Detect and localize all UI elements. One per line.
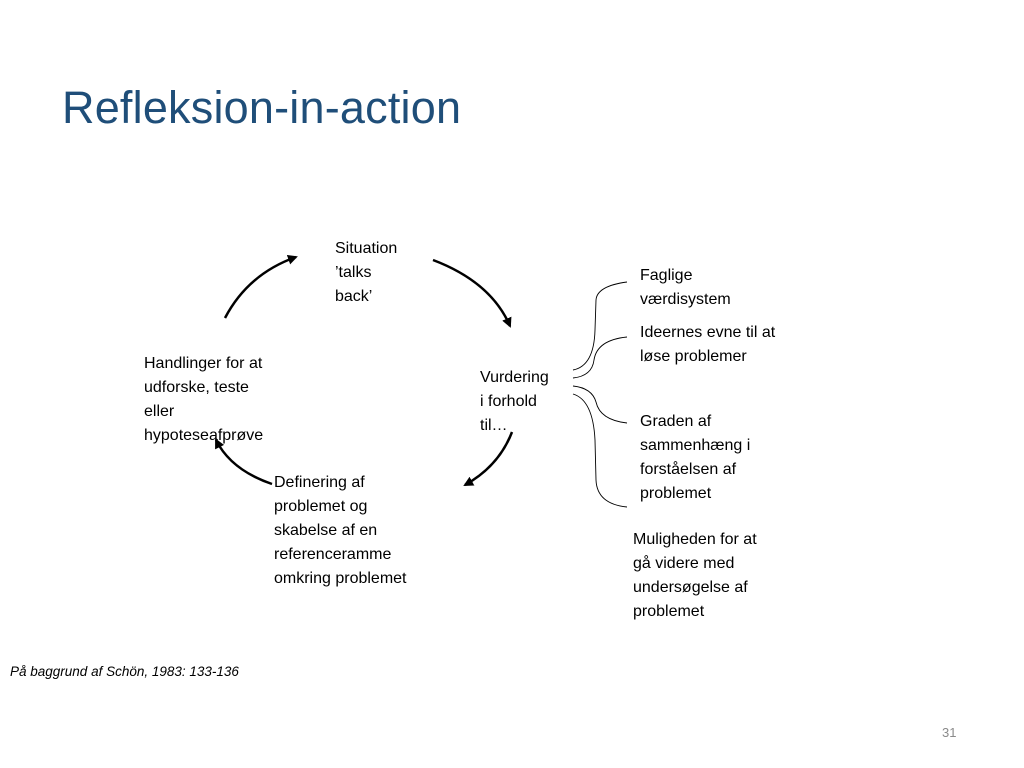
criterion-faglige: Faglige værdisystem — [640, 267, 731, 308]
arrow-situation-to-vurdering — [432, 258, 512, 328]
page-number: 31 — [942, 725, 957, 740]
node-definering: Definering af problemet og skabelse af e… — [274, 474, 407, 587]
node-handlinger: Handlinger for at udforske, teste eller … — [144, 355, 264, 444]
page-title: Refleksion-in-action — [62, 82, 462, 133]
node-situation: Situation ’talks back’ — [335, 240, 398, 305]
bracket-muligheden — [572, 393, 628, 508]
arrow-vurdering-to-definering — [463, 431, 514, 487]
arrow-handlinger-to-situation — [223, 254, 298, 319]
bracket-faglige — [572, 281, 628, 371]
criterion-muligheden: Muligheden for at gå videre med undersøg… — [633, 531, 757, 620]
citation: På baggrund af Schön, 1983: 133-136 — [10, 664, 239, 679]
criterion-ideernes: Ideernes evne til at løse problemer — [640, 324, 776, 365]
criterion-graden: Graden af sammenhæng i forståelsen af pr… — [640, 413, 751, 502]
node-vurdering: Vurdering i forhold til… — [480, 369, 549, 434]
bracket-ideernes — [572, 336, 628, 379]
arrow-definering-to-handlinger — [214, 438, 273, 486]
bracket-graden — [572, 385, 628, 424]
